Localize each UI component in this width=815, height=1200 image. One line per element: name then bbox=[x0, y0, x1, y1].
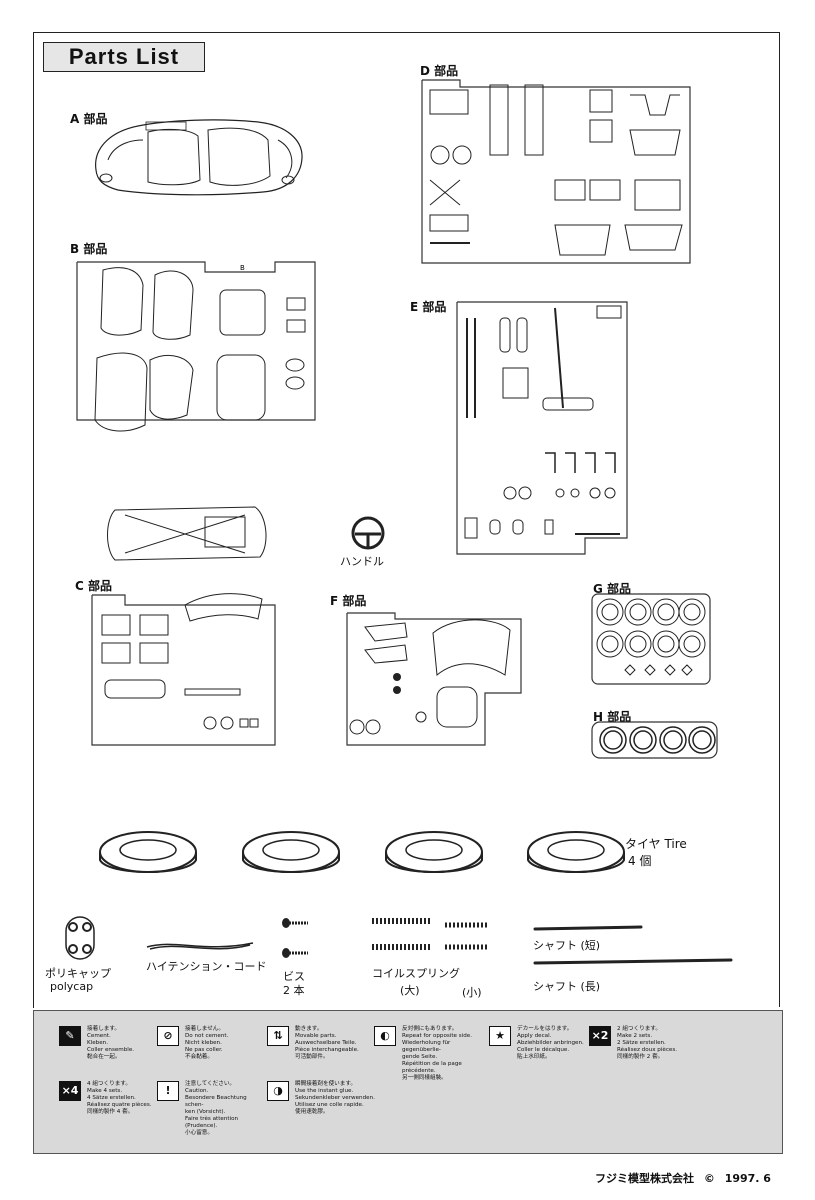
tire-drawing-3 bbox=[385, 831, 483, 873]
sprue-h-drawing bbox=[591, 721, 718, 759]
section-g-label: G 部品 bbox=[593, 582, 632, 596]
polycap-icon bbox=[65, 916, 95, 960]
section-e-label: E 部品 bbox=[410, 300, 447, 314]
polycap-label-en: polycap bbox=[50, 980, 94, 993]
tire-count: 4 個 bbox=[628, 854, 652, 868]
make-four-icon: ×4 bbox=[59, 1081, 81, 1101]
high-tension-cord-label: ハイテンション・コード bbox=[146, 960, 267, 973]
coil-spring-icon bbox=[372, 918, 488, 950]
instant-glue-icon: ◑ bbox=[267, 1081, 289, 1101]
shaft-short-icon bbox=[533, 925, 643, 931]
opposite-side-icon: ◐ bbox=[374, 1026, 396, 1046]
shaft-short-label: シャフト (短) bbox=[533, 939, 601, 952]
section-c-label: C 部品 bbox=[75, 579, 112, 593]
polycap-label-ja: ポリキャップ bbox=[45, 967, 111, 980]
tire-drawing-1 bbox=[99, 831, 197, 873]
movable-icon: ⇅ bbox=[267, 1026, 289, 1046]
decal-icon: ★ bbox=[489, 1026, 511, 1046]
screw-label: ビス bbox=[283, 970, 305, 983]
footer-company: フジミ模型株式会社 bbox=[595, 1172, 694, 1185]
screw-count: 2 本 bbox=[283, 984, 305, 997]
part-a-body-drawing bbox=[95, 119, 303, 196]
section-a-label: A 部品 bbox=[70, 112, 108, 126]
coil-spring-label: コイルスプリング bbox=[372, 967, 460, 980]
tire-drawing-2 bbox=[242, 831, 340, 873]
tire-drawing-4 bbox=[527, 831, 625, 873]
coil-spring-large: (大) bbox=[400, 984, 420, 997]
screw-icon bbox=[282, 918, 308, 958]
coil-spring-small: (小) bbox=[462, 986, 482, 999]
make-two-icon: ×2 bbox=[589, 1026, 611, 1046]
chassis-drawing bbox=[107, 506, 267, 561]
section-h-label: H 部品 bbox=[593, 710, 632, 724]
footer-copyright: © bbox=[703, 1172, 715, 1185]
sprue-d-drawing bbox=[421, 79, 691, 264]
cement-icon: ✎ bbox=[59, 1026, 81, 1046]
sprue-f-drawing bbox=[346, 612, 522, 746]
section-d-label: D 部品 bbox=[420, 64, 459, 78]
steering-label: ハンドル bbox=[340, 555, 384, 568]
sprue-b-drawing: B bbox=[76, 261, 316, 432]
page-frame bbox=[33, 32, 780, 1008]
shaft-long-label: シャフト (長) bbox=[533, 980, 601, 993]
symbol-legend: ✎ 接着します。Cement.Kleben.Coller ensemble.黏合… bbox=[33, 1010, 783, 1154]
section-f-label: F 部品 bbox=[330, 594, 367, 608]
sprue-g-drawing bbox=[591, 593, 711, 685]
sprue-c-drawing bbox=[91, 593, 276, 746]
tire-label: タイヤ Tire bbox=[625, 837, 687, 851]
svg-text:B: B bbox=[240, 264, 245, 272]
page-title: Parts List bbox=[43, 42, 205, 72]
steering-wheel-icon bbox=[351, 516, 385, 550]
shaft-long-icon bbox=[533, 958, 733, 965]
high-tension-cord-icon bbox=[146, 942, 254, 950]
section-b-label: B 部品 bbox=[70, 242, 108, 256]
page-frame-right bbox=[779, 32, 780, 1007]
footer-date: 1997. 6 bbox=[724, 1172, 771, 1185]
caution-icon: ! bbox=[157, 1081, 179, 1101]
sprue-e-drawing bbox=[456, 301, 628, 555]
footer: フジミ模型株式会社 © 1997. 6 bbox=[595, 1170, 771, 1186]
no-cement-icon: ⊘ bbox=[157, 1026, 179, 1046]
